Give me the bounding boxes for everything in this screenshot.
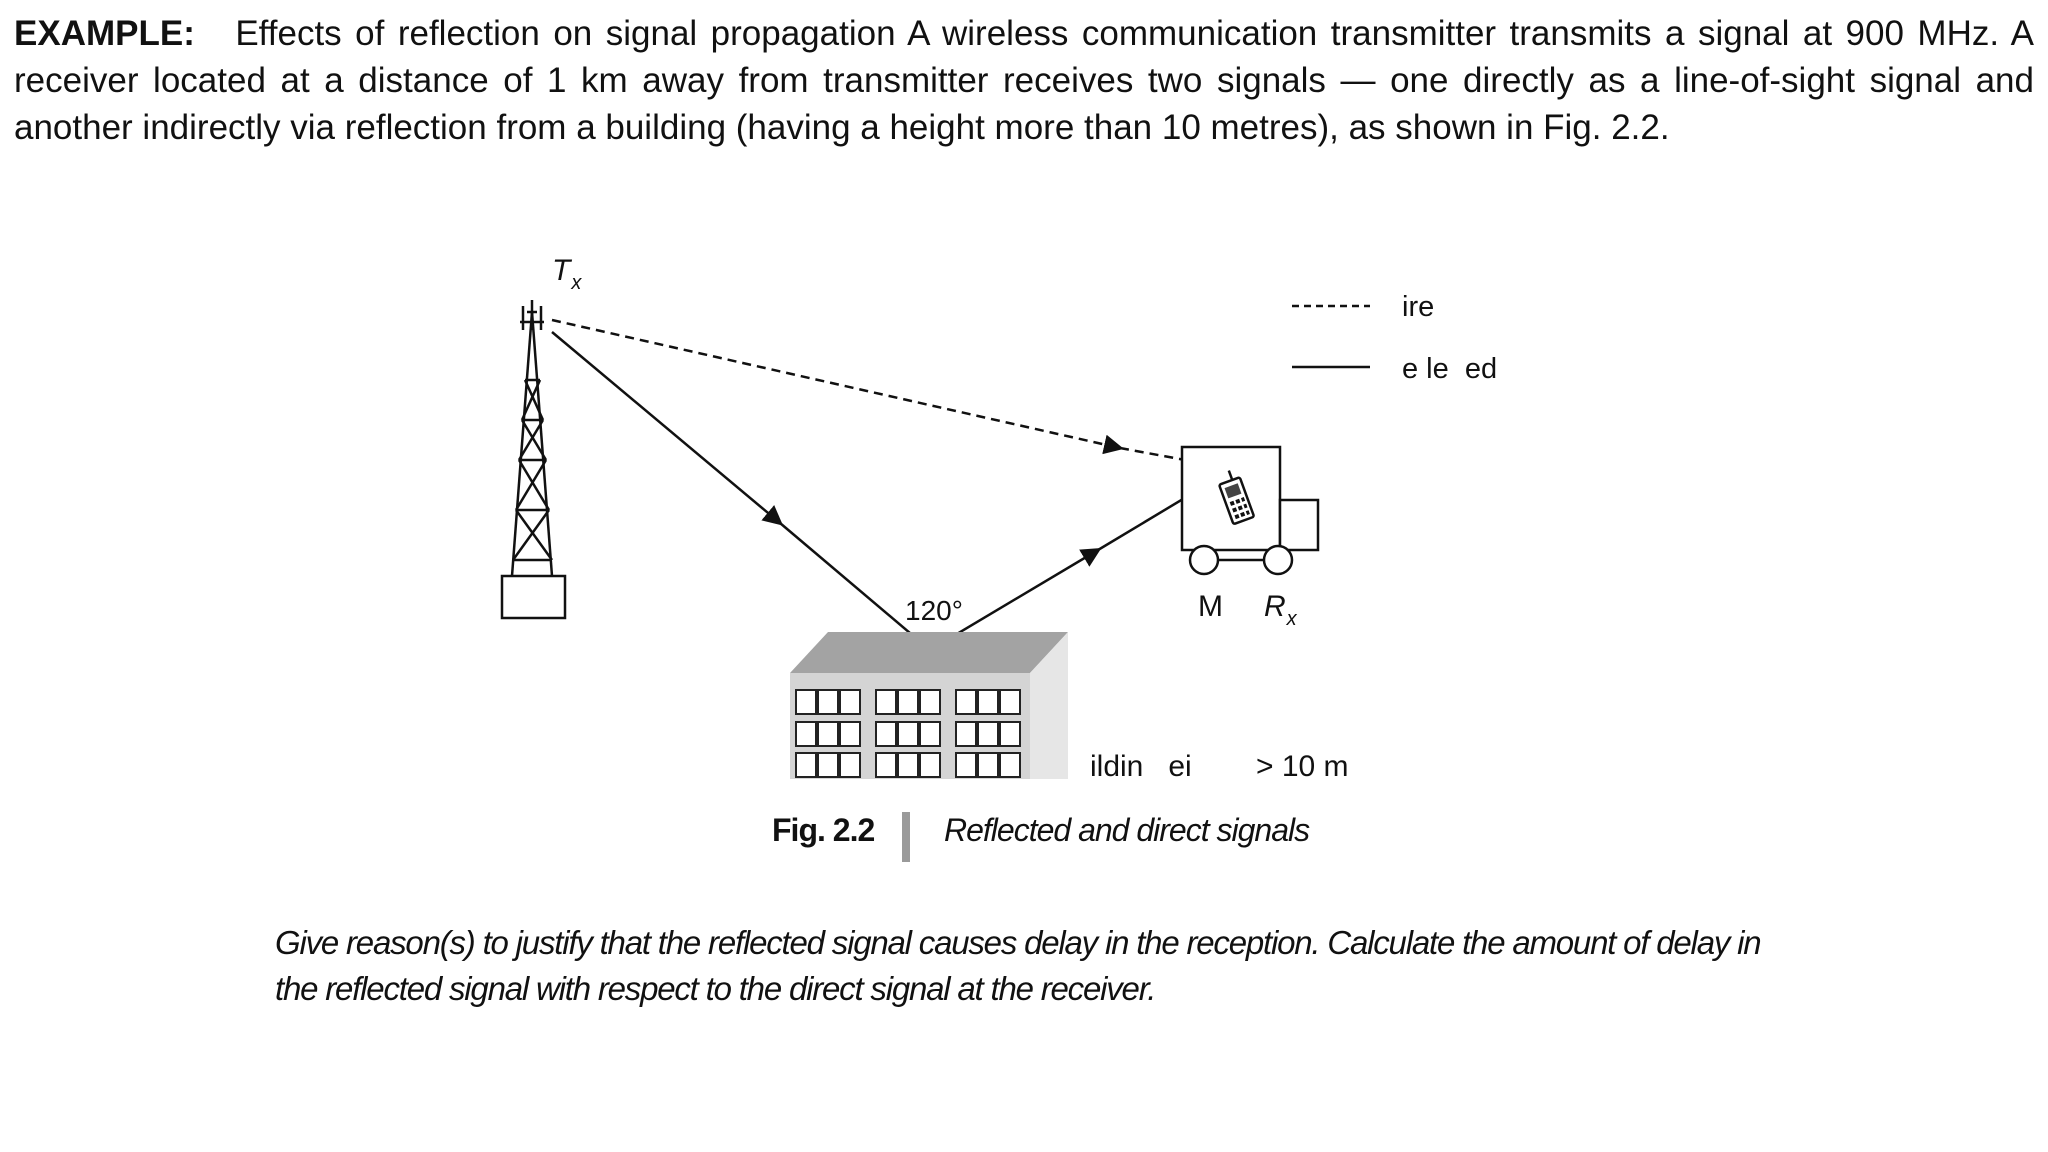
building-window (839, 721, 861, 747)
building-window (839, 689, 861, 715)
building-window (897, 689, 919, 715)
building-window (875, 721, 897, 747)
building-window (955, 689, 977, 715)
building-window (999, 752, 1021, 778)
question-text: Give reason(s) to justify that the refle… (275, 924, 1762, 1007)
building-window (897, 721, 919, 747)
building-window (795, 689, 817, 715)
ms-label: M (1198, 590, 1223, 623)
building-window (875, 689, 897, 715)
legend-reflected-label: e le ed (1402, 353, 1497, 385)
direct-signal-line (551, 318, 1124, 455)
building-window (955, 752, 977, 778)
tx-label: Tx (552, 254, 582, 294)
building-window (919, 721, 941, 747)
problem-text: Effects of reflection on signal propagat… (14, 14, 2034, 147)
building-window (977, 752, 999, 778)
building-window (919, 752, 941, 778)
building-height-label: ildin ei (1090, 750, 1192, 783)
building-window (817, 689, 839, 715)
figure-number: Fig. 2.2 (772, 812, 875, 848)
mobile-phone-icon (1218, 470, 1255, 525)
reflected-incident-line-end (779, 522, 931, 651)
building-window (977, 721, 999, 747)
building-window (919, 689, 941, 715)
building-window (977, 689, 999, 715)
building-window (817, 752, 839, 778)
reflected-incident-line (551, 331, 784, 526)
building-window (897, 752, 919, 778)
example-label: EXAMPLE: (14, 14, 195, 53)
legend-direct-label: ire (1402, 291, 1434, 323)
caption-divider (902, 812, 910, 862)
building-window (839, 752, 861, 778)
building-window (795, 752, 817, 778)
rx-label: Rx (1264, 590, 1298, 630)
figure-caption: Reflected and direct signals (944, 812, 1310, 848)
building-window (999, 721, 1021, 747)
height-value-label: > 10 m (1256, 750, 1349, 783)
building-icon (790, 632, 1068, 779)
building-window (999, 689, 1021, 715)
building-window (875, 752, 897, 778)
building-window (955, 721, 977, 747)
building-window (817, 721, 839, 747)
problem-statement: EXAMPLE: Effects of reflection on signal… (14, 10, 2034, 151)
tower-icon (500, 300, 567, 620)
building-window (795, 721, 817, 747)
angle-label: 120° (905, 595, 963, 626)
